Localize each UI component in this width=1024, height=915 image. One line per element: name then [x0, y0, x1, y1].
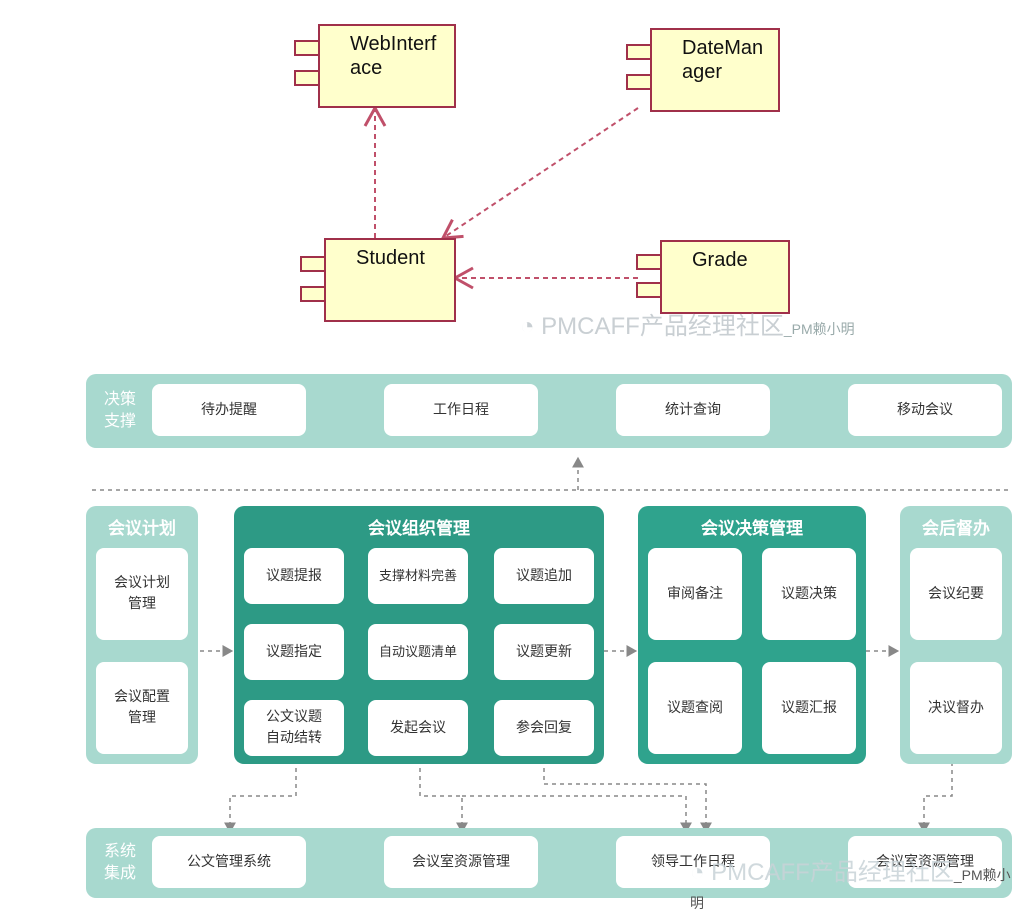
component-grade: Grade [636, 240, 790, 314]
component-webinterface: WebInterf ace [294, 24, 456, 108]
top-item-mobile-meeting: 移动会议 [848, 384, 1002, 436]
bottom-band-label: 系统 集成 [103, 841, 136, 882]
component-port-icon [636, 254, 662, 270]
component-datemanager: DateMan ager [626, 28, 780, 112]
component-port-icon [626, 74, 652, 90]
watermark-logo-icon: ◔ [520, 313, 542, 340]
top-item-statistics: 统计查询 [616, 384, 770, 436]
component-label: DateMan ager [682, 37, 764, 83]
component-port-icon [300, 256, 326, 272]
org-item: 议题更新 [494, 624, 594, 680]
component-port-icon [636, 282, 662, 298]
plan-item: 会议计划 管理 [96, 548, 188, 640]
panel-title: 会后督办 [922, 519, 990, 539]
plan-item: 会议配置 管理 [96, 662, 188, 754]
panel-title: 会议组织管理 [368, 519, 470, 539]
bottom-item: 公文管理系统 [152, 836, 306, 888]
decision-item: 议题决策 [762, 548, 856, 640]
component-port-icon [300, 286, 326, 302]
component-label: WebInterf ace [350, 33, 437, 79]
panel-title: 会议计划 [108, 519, 176, 539]
after-item: 决议督办 [910, 662, 1002, 754]
component-port-icon [294, 40, 320, 56]
dependency-student-datemanager [440, 107, 639, 240]
component-label: Grade [692, 249, 748, 271]
after-item: 会议纪要 [910, 548, 1002, 640]
watermark: ◔ PMCAFF产品经理社区_PM赖小明 [520, 313, 855, 340]
org-item: 公文议题 自动结转 [244, 700, 344, 756]
org-item: 议题提报 [244, 548, 344, 604]
decision-item: 议题汇报 [762, 662, 856, 754]
org-item: 发起会议 [368, 700, 468, 756]
org-item: 议题指定 [244, 624, 344, 680]
org-item: 自动议题清单 [368, 624, 468, 680]
decision-item: 审阅备注 [648, 548, 742, 640]
org-item: 议题追加 [494, 548, 594, 604]
panel-title: 会议决策管理 [701, 519, 803, 539]
bottom-item: 会议室资源管理 [848, 836, 1002, 888]
watermark-logo-icon: ◔ [690, 859, 712, 886]
component-port-icon [626, 44, 652, 60]
component-label: Student [356, 247, 425, 269]
bottom-item: 领导工作日程 [616, 836, 770, 888]
bottom-item: 会议室资源管理 [384, 836, 538, 888]
org-item: 支撑材料完善 [368, 548, 468, 604]
component-port-icon [294, 70, 320, 86]
top-band-label: 决策 支撑 [103, 389, 136, 430]
top-item-reminder: 待办提醒 [152, 384, 306, 436]
component-student: Student [300, 238, 456, 322]
org-item: 参会回复 [494, 700, 594, 756]
uml-connectors [363, 104, 639, 290]
decision-item: 议题查阅 [648, 662, 742, 754]
top-item-schedule: 工作日程 [384, 384, 538, 436]
watermark: ◔ PMCAFF产品经理社区_PM赖小明 [690, 859, 1011, 911]
